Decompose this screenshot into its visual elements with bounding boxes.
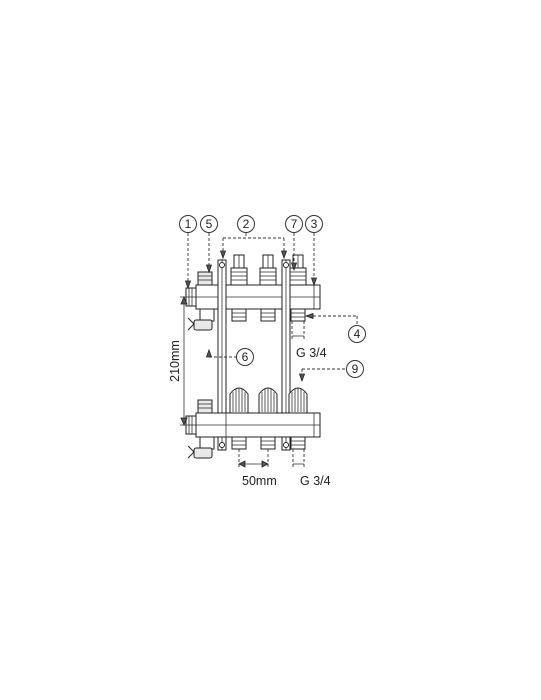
height-dimension: 210mm xyxy=(168,295,196,427)
flow-meter-2 xyxy=(259,254,277,286)
thread-upper-label: G 3/4 xyxy=(296,346,327,360)
valve-cap-3 xyxy=(288,387,308,414)
upper-outlets xyxy=(231,308,306,322)
svg-text:1: 1 xyxy=(185,217,192,231)
lower-manifold-bar xyxy=(185,399,321,459)
flow-meter-1 xyxy=(230,254,248,286)
leader-lines xyxy=(184,233,358,383)
svg-text:9: 9 xyxy=(352,362,359,376)
left-bracket xyxy=(217,259,227,451)
callout-1: 1 xyxy=(179,215,197,233)
thread-dimension-lower: G 3/4 xyxy=(292,449,331,488)
svg-text:4: 4 xyxy=(354,327,361,341)
valve-cap-1 xyxy=(229,387,249,414)
spacing-dimension-label: 50mm xyxy=(242,474,277,488)
svg-text:6: 6 xyxy=(242,350,249,364)
svg-text:7: 7 xyxy=(291,217,298,231)
thread-dimension-upper: G 3/4 xyxy=(291,321,327,360)
svg-text:5: 5 xyxy=(206,217,213,231)
upper-manifold-bar xyxy=(185,271,321,331)
callout-6: 6 xyxy=(236,348,254,366)
lower-outlets xyxy=(231,436,306,450)
callout-9: 9 xyxy=(346,360,364,378)
callout-2: 2 xyxy=(237,215,255,233)
thread-lower-label: G 3/4 xyxy=(300,474,331,488)
flow-meter-3 xyxy=(289,254,307,286)
svg-text:2: 2 xyxy=(243,217,250,231)
callout-7: 7 xyxy=(285,215,303,233)
svg-text:3: 3 xyxy=(311,217,318,231)
height-dimension-label: 210mm xyxy=(168,340,182,382)
spacing-dimension: 50mm xyxy=(238,449,277,488)
callout-4: 4 xyxy=(348,325,366,343)
callout-5: 5 xyxy=(200,215,218,233)
callout-3: 3 xyxy=(305,215,323,233)
valve-cap-2 xyxy=(258,387,278,414)
